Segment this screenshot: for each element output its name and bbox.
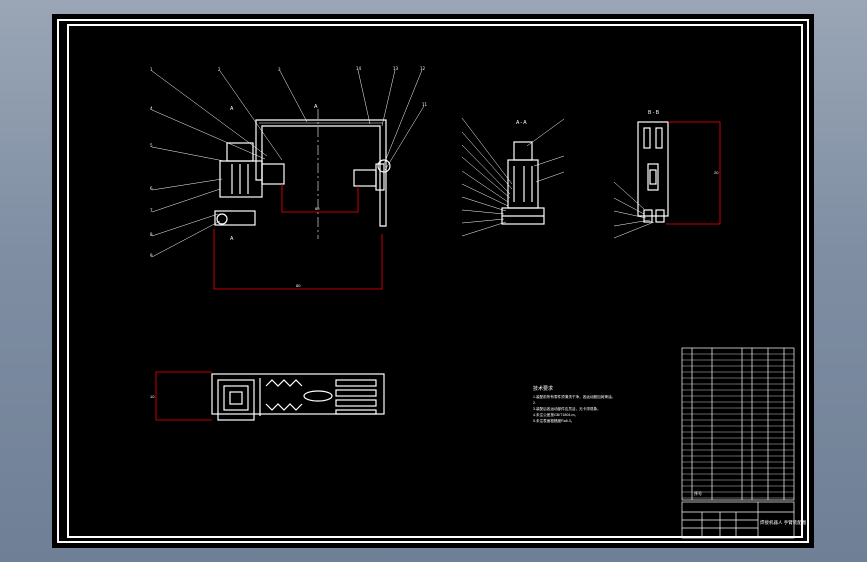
svg-text:7: 7 [150, 208, 153, 213]
svg-text:14: 14 [356, 66, 362, 71]
notes-line-5: 5.未注表面粗糙度Ra6.3。 [533, 418, 574, 423]
svg-text:12: 12 [420, 66, 426, 71]
right-gripper-jaw [353, 169, 377, 187]
notes-line-4: 4.未注公差按GB/T1804-m。 [533, 412, 578, 417]
section-a-leaders [461, 117, 565, 237]
front-bottom-label: A [230, 236, 234, 242]
parts-list-rows [682, 353, 794, 499]
section-b-dim-height: 20 [714, 170, 719, 175]
section-b-title: B - B [648, 110, 660, 116]
front-dim-overall: 80 [296, 283, 301, 288]
svg-text:3: 3 [278, 67, 281, 72]
sheet-inner-border [67, 24, 803, 538]
svg-text:8: 8 [150, 232, 153, 237]
svg-text:9: 9 [150, 253, 153, 258]
front-view-leaders [151, 69, 425, 258]
front-top-label: A [230, 106, 234, 112]
plan-view [211, 373, 385, 421]
notes-line-1: 1.装配前所有零件须清洗干净，各运动副加润滑油。 [533, 394, 615, 399]
svg-text:1: 1 [150, 67, 153, 72]
svg-text:11: 11 [422, 102, 428, 107]
front-dim-width: 80 [315, 206, 320, 211]
svg-text:6: 6 [150, 186, 153, 191]
parts-list-header: 序号 [694, 490, 702, 496]
section-a-view [501, 141, 545, 225]
section-b-view [637, 121, 669, 223]
sheet-outer-border [57, 19, 809, 543]
svg-text:5: 5 [150, 143, 153, 148]
plan-dim-height: 10 [150, 394, 155, 399]
notes-title: 技术要求 [533, 385, 553, 392]
title-block [681, 501, 795, 539]
front-view-dimensions [213, 184, 383, 290]
svg-text:4: 4 [150, 106, 153, 111]
section-a-title: A - A [516, 120, 527, 126]
notes-line-3: 3.装配后各运动部件应灵活，无卡滞现象。 [533, 406, 601, 411]
front-center-label: A [314, 104, 318, 110]
section-b-dimension [666, 121, 721, 225]
plan-view-dimension [155, 371, 212, 421]
parts-list-table [681, 347, 795, 501]
svg-text:13: 13 [393, 66, 399, 71]
front-view [214, 109, 391, 239]
arm-frame [255, 119, 387, 227]
drawing-title: 焊接机器人 手臂装配图 [760, 519, 807, 526]
notes-line-2: 2. [533, 401, 536, 405]
section-b-leaders [613, 181, 655, 239]
svg-text:2: 2 [218, 67, 221, 72]
